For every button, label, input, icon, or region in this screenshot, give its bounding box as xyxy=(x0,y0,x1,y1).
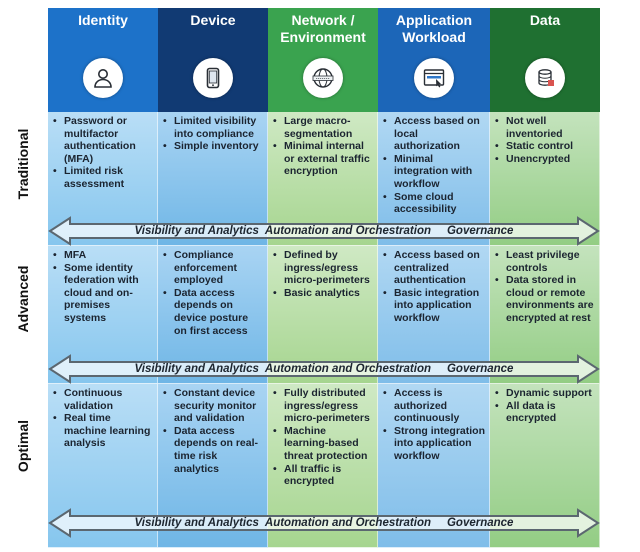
bullet-item: All traffic is encrypted xyxy=(273,463,373,488)
bullet-item: Some identity federation with cloud and … xyxy=(53,262,153,325)
bullet-item: Static control xyxy=(495,140,595,153)
double-arrow-shape xyxy=(48,354,600,384)
bullet-item: Fully distributed ingress/egress micro-p… xyxy=(273,387,373,425)
band-label: Visibility and Analytics Automation and … xyxy=(134,225,514,237)
double-arrow-icon xyxy=(48,508,600,538)
bullet-item: Some cloud accessibility xyxy=(383,191,485,216)
bullet-item: Constant device security monitor and val… xyxy=(163,387,263,425)
double-arrow-icon xyxy=(48,354,600,384)
bullet-item: Limited risk assessment xyxy=(53,165,153,190)
cross-cutting-band: Visibility and Analytics Automation and … xyxy=(48,354,600,384)
bullet-list: Constant device security monitor and val… xyxy=(162,387,263,475)
bullet-item: Access is authorized continuously xyxy=(383,387,485,425)
column-title: Device xyxy=(190,12,236,28)
bullet-list: Large macro-segmentationMinimal internal… xyxy=(272,115,373,178)
bullet-item: Password or multifactor authentication (… xyxy=(53,115,153,165)
bullet-item: Data stored in cloud or remote environme… xyxy=(495,274,595,324)
bullet-list: Not well inventoriedStatic controlUnencr… xyxy=(494,115,595,165)
bullet-item: Least privilege controls xyxy=(495,249,595,274)
bullet-item: Compliance enforcement employed xyxy=(163,249,263,287)
cross-cutting-band: Visibility and Analytics Automation and … xyxy=(48,216,600,246)
bullet-item: All data is encrypted xyxy=(495,400,595,425)
row-label-text: Optimal xyxy=(15,419,31,473)
column-title: Data xyxy=(529,12,561,28)
bullet-item: Defined by ingress/egress micro-perimete… xyxy=(273,249,373,287)
bullet-list: Least privilege controlsData stored in c… xyxy=(494,249,595,325)
bullet-list: Compliance enforcement employedData acce… xyxy=(162,249,263,337)
bullet-item: Strong integration into application work… xyxy=(383,425,485,463)
bullet-item: Simple inventory xyxy=(163,140,263,153)
bullet-item: Minimal internal or external traffic enc… xyxy=(273,140,373,178)
column-title: Identity xyxy=(78,12,128,28)
bullet-list: MFASome identity federation with cloud a… xyxy=(52,249,153,325)
column-header-network: Network / Environment xyxy=(268,8,378,112)
bullet-item: Unencrypted xyxy=(495,153,595,166)
bullet-list: Fully distributed ingress/egress micro-p… xyxy=(272,387,373,488)
cross-cutting-band: Visibility and Analytics Automation and … xyxy=(48,508,600,538)
bullet-list: Access based on local authorizationMinim… xyxy=(382,115,485,216)
bullet-list: Defined by ingress/egress micro-perimete… xyxy=(272,249,373,299)
column-header-device: Device xyxy=(158,8,268,112)
double-arrow-shape xyxy=(48,216,600,246)
row-label-text: Traditional xyxy=(15,128,31,200)
bullet-item: Continuous validation xyxy=(53,387,153,412)
bullet-item: Basic analytics xyxy=(273,287,373,300)
bullet-list: Dynamic supportAll data is encrypted xyxy=(494,387,595,425)
row-label-traditional: Traditional xyxy=(10,112,36,216)
row-label-advanced: Advanced xyxy=(10,246,36,352)
bullet-list: Limited visibility into complianceSimple… xyxy=(162,115,263,153)
column-title: Application Workload xyxy=(395,12,473,45)
column-header-application: Application Workload xyxy=(378,8,490,112)
bullet-list: Password or multifactor authentication (… xyxy=(52,115,153,191)
column-header-identity: Identity xyxy=(48,8,158,112)
double-arrow-shape xyxy=(48,508,600,538)
bullet-list: Access is authorized continuouslyStrong … xyxy=(382,387,485,463)
row-label-text: Advanced xyxy=(15,265,31,333)
bullet-item: Dynamic support xyxy=(495,387,595,400)
bullet-item: Basic integration into application workf… xyxy=(383,287,485,325)
bullet-item: MFA xyxy=(53,249,153,262)
person-icon xyxy=(83,58,123,98)
app-window-icon xyxy=(414,58,454,98)
bullet-item: Not well inventoried xyxy=(495,115,595,140)
bullet-item: Limited visibility into compliance xyxy=(163,115,263,140)
column-header-data: Data xyxy=(490,8,600,112)
bullet-item: Access based on local authorization xyxy=(383,115,485,153)
bullet-item: Minimal integration with workflow xyxy=(383,153,485,191)
bullet-item: Machine learning-based threat protection xyxy=(273,425,373,463)
band-label: Visibility and Analytics Automation and … xyxy=(134,363,514,375)
bullet-list: Continuous validationReal time machine l… xyxy=(52,387,153,450)
database-icon xyxy=(525,58,565,98)
bullet-item: Access based on centralized authenticati… xyxy=(383,249,485,287)
bullet-item: Real time machine learning analysis xyxy=(53,412,153,450)
double-arrow-icon xyxy=(48,216,600,246)
bullet-item: Data access depends on device posture on… xyxy=(163,287,263,337)
column-title: Network / Environment xyxy=(280,12,366,45)
band-label: Visibility and Analytics Automation and … xyxy=(134,517,514,529)
row-label-optimal: Optimal xyxy=(10,384,36,508)
cell-optimal-network: Fully distributed ingress/egress micro-p… xyxy=(268,384,378,548)
bullet-item: Large macro-segmentation xyxy=(273,115,373,140)
maturity-model-grid: Identity Device Network / Environment Ap… xyxy=(48,8,600,548)
network-globe-icon xyxy=(303,58,343,98)
bullet-item: Data access depends on real-time risk an… xyxy=(163,425,263,475)
bullet-list: Access based on centralized authenticati… xyxy=(382,249,485,325)
mobile-device-icon xyxy=(193,58,233,98)
